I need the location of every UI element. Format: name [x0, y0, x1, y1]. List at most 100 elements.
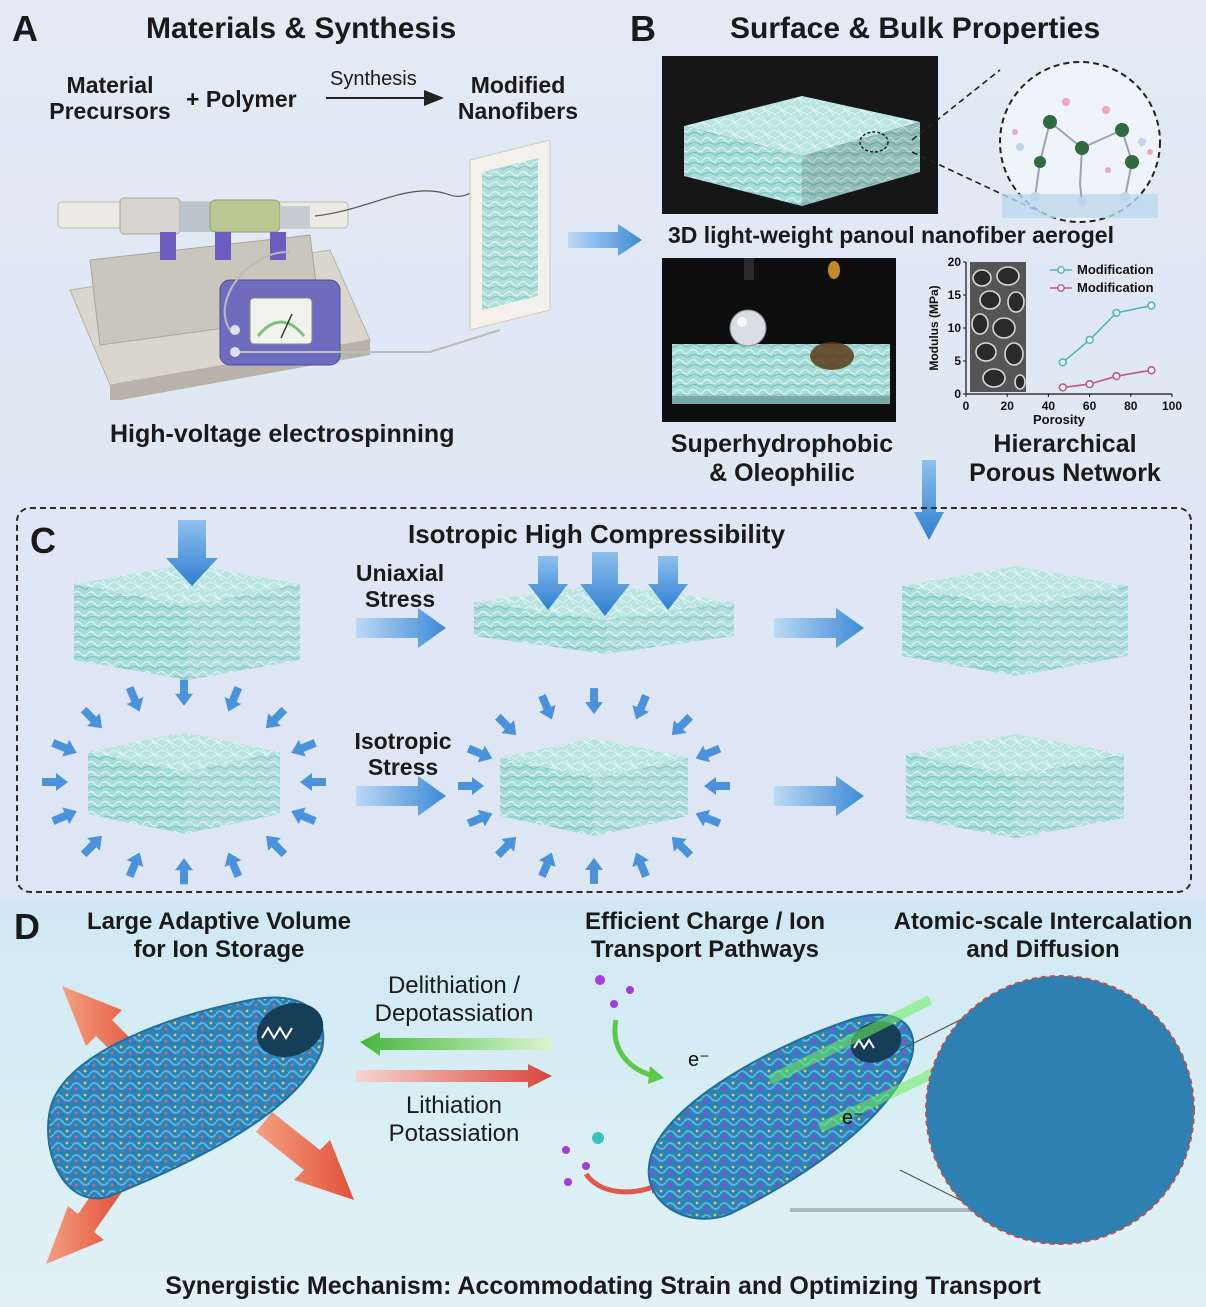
intercalated-ion	[932, 1041, 938, 1047]
compression-arrow	[80, 835, 102, 858]
compression-arrow	[291, 807, 317, 825]
compression-arrow	[291, 739, 317, 757]
intercalated-ion	[932, 1221, 938, 1227]
series-2-point	[1058, 383, 1068, 392]
x-tick-label: 20	[1001, 399, 1015, 413]
compression-arrow	[695, 744, 722, 763]
clamp-3	[270, 232, 286, 260]
isotropic-flow-arrow-2	[774, 776, 864, 816]
x-axis-label: Porosity	[1033, 412, 1086, 427]
uniaxial-stress-label: Uniaxial Stress	[355, 560, 445, 613]
wetting-caption: Superhydrophobic & Oleophilic	[670, 430, 894, 487]
x-tick-label: 60	[1083, 399, 1097, 413]
y-axis-label: Modulus (MPa)	[927, 285, 941, 370]
compression-arrow	[125, 686, 144, 712]
series-2-point	[1147, 366, 1156, 375]
lithiation-label: Lithiation Potassiation	[388, 1092, 520, 1147]
atomic-intercalation-label: Atomic-scale Intercalation and Diffusion	[893, 908, 1193, 963]
plus-polymer-label: + Polymer	[186, 86, 297, 112]
syringe-tip	[280, 206, 310, 228]
flow-arrow-b-to-c	[914, 460, 944, 540]
delithiation-arrow	[360, 1032, 552, 1056]
aerogel-photo	[662, 56, 938, 214]
compression-arrow	[632, 852, 650, 878]
panel-a-title: Materials & Synthesis	[146, 12, 457, 45]
x-tick-label: 0	[963, 399, 970, 413]
compression-arrow	[704, 777, 730, 795]
compression-arrow	[51, 807, 77, 825]
electrospinning-apparatus	[57, 140, 551, 400]
intercalated-ion	[950, 1011, 956, 1017]
molecular-zoom	[911, 61, 1161, 223]
press-arrow-center	[580, 552, 630, 616]
water-droplet	[729, 309, 767, 347]
intercalated-ion	[932, 981, 938, 987]
legend-entry-1: Modification	[1077, 262, 1154, 277]
isotropic-block-center	[500, 738, 688, 836]
mechanism-diagram: e⁻ e⁻	[46, 975, 1206, 1264]
y-tick-label: 10	[948, 321, 962, 335]
series-line-2	[1062, 369, 1152, 389]
flow-arrow-a-to-b	[568, 224, 642, 256]
panel-a-letter: A	[12, 8, 38, 49]
recovered-block-2	[906, 734, 1124, 838]
uniaxial-flow-arrow-1	[356, 608, 446, 648]
compression-arrow	[175, 679, 193, 706]
lithiation-arrow	[356, 1064, 552, 1088]
series-2-point	[1085, 379, 1094, 389]
compression-arrow	[224, 852, 243, 878]
atomic-zoom-circle	[925, 975, 1195, 1245]
panel-b-letter: B	[630, 8, 656, 49]
series-1-point	[1147, 301, 1156, 310]
isotropic-block-left	[88, 732, 280, 834]
clamp-1	[160, 232, 176, 260]
electron-label-2: e⁻	[842, 1107, 864, 1129]
panel-c-letter: C	[30, 520, 56, 561]
syringe-plunger	[119, 197, 181, 235]
recovered-block-1	[902, 566, 1128, 676]
electron-label-1: e⁻	[688, 1049, 710, 1071]
y-tick-label: 15	[948, 288, 962, 302]
compression-arrow	[671, 713, 693, 736]
compression-arrow	[266, 706, 288, 729]
legend-marker-1	[1057, 266, 1065, 274]
compression-arrow	[224, 686, 243, 712]
isotropic-arrows-left	[42, 679, 326, 885]
clamp-2	[215, 232, 231, 260]
syringe-solution	[209, 199, 281, 233]
compression-arrow	[51, 739, 77, 757]
transport-pathways-label: Efficient Charge / Ion Transport Pathway…	[584, 908, 826, 963]
electron-glow-1	[767, 995, 933, 1085]
x-tick-label: 100	[1162, 399, 1182, 413]
compression-arrow	[80, 706, 102, 729]
ion-path-red	[583, 1172, 657, 1195]
modified-nanofibers-label: Modified Nanofibers	[457, 72, 579, 125]
x-tick-label: 40	[1042, 399, 1056, 413]
compression-arrow	[495, 836, 517, 859]
compression-arrow	[466, 744, 493, 763]
sem-inset	[970, 262, 1026, 392]
compression-arrow	[632, 694, 650, 720]
compression-arrow	[695, 809, 722, 828]
y-tick-label: 0	[954, 387, 961, 401]
oil-stain	[810, 342, 854, 370]
chart-series	[1058, 301, 1156, 392]
compression-arrow	[585, 688, 603, 715]
isotropic-stress-label: Isotropic Stress	[354, 728, 452, 781]
isotropic-arrows-center	[458, 688, 730, 884]
compression-arrow	[266, 835, 288, 858]
wettability-photo	[662, 258, 896, 422]
intercalated-ion	[977, 1221, 983, 1227]
synthesis-arrow	[326, 90, 444, 106]
intercalated-ion	[1175, 1191, 1181, 1197]
compression-arrow	[495, 713, 517, 736]
legend-entry-2: Modification	[1077, 280, 1154, 295]
intercalated-ion	[1175, 1011, 1181, 1017]
series-2-point	[1112, 371, 1121, 381]
uniaxial-flow-arrow-2	[774, 608, 864, 648]
series-1-point	[1058, 358, 1068, 367]
series-1-point	[1085, 335, 1094, 345]
